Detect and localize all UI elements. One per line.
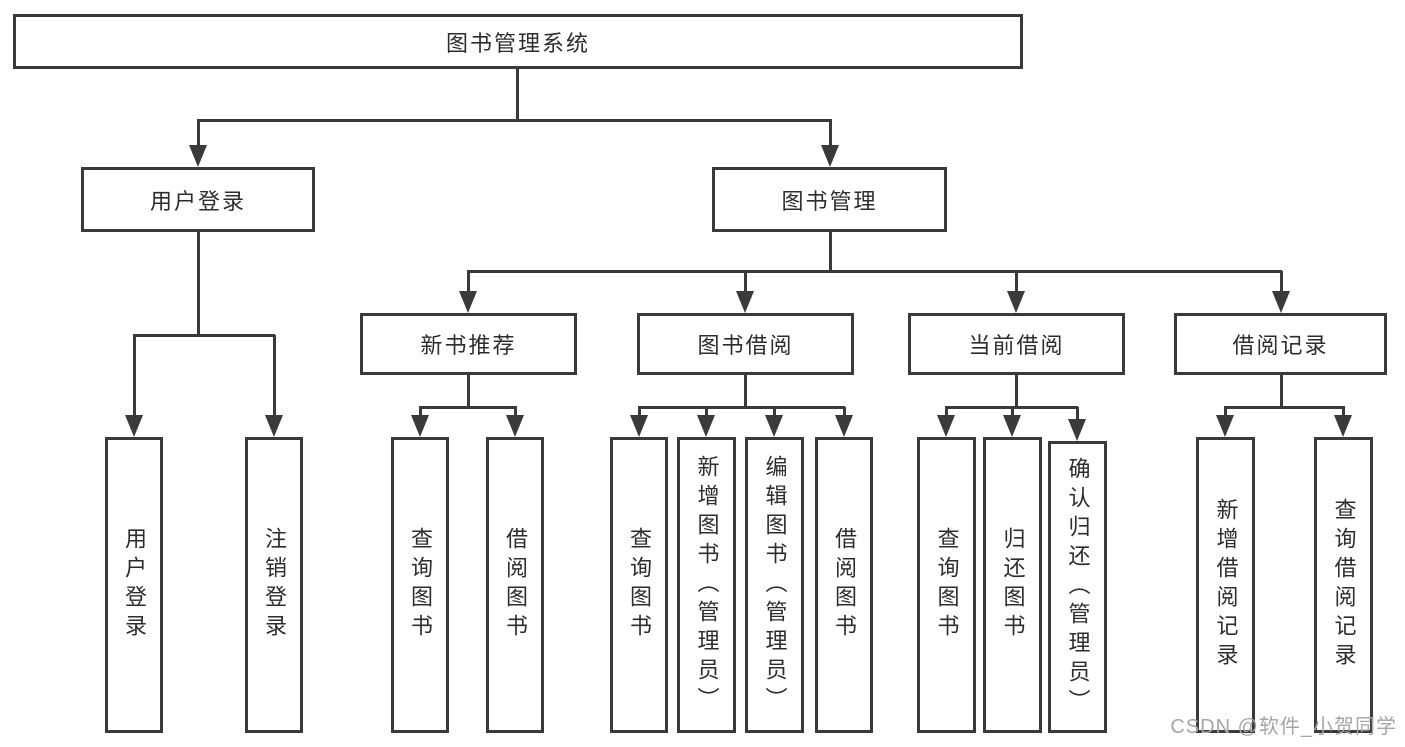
node-leaf-bb-query-book: 查询图书: [610, 437, 668, 733]
edge-line: [197, 118, 832, 122]
arrow-down-icon: [125, 415, 143, 437]
edge-line: [1010, 407, 1014, 417]
node-leaf-bb-add-book-admin: 新增图书（管理员）: [677, 437, 736, 733]
arrow-down-icon: [630, 415, 648, 437]
node-label: 新增图书（管理员）: [694, 454, 720, 716]
node-leaf-rec-query-book: 查询图书: [391, 437, 449, 733]
arrow-down-icon: [697, 415, 715, 437]
edge-line: [704, 407, 708, 417]
node-root: 图书管理系统: [13, 14, 1023, 69]
edge-line: [944, 407, 948, 417]
arrow-down-icon: [1216, 415, 1234, 437]
arrow-down-icon: [1272, 291, 1290, 313]
edge-line: [1279, 271, 1283, 293]
node-label: 新书推荐: [420, 333, 517, 358]
edge-line: [1075, 407, 1079, 421]
edge-line: [513, 407, 517, 417]
edge-line: [743, 271, 747, 293]
node-leaf-user-login: 用户登录: [105, 437, 163, 733]
edge-line: [133, 333, 275, 337]
edge-line: [1223, 407, 1227, 417]
arrow-down-icon: [736, 291, 754, 313]
node-label: 注销登录: [262, 527, 287, 643]
edge-line: [637, 407, 641, 417]
edge-line: [132, 335, 136, 417]
arrow-down-icon: [506, 415, 524, 437]
edge-line: [418, 407, 422, 417]
edge-line: [828, 120, 832, 147]
edge-line: [1279, 375, 1283, 408]
node-label: 图书借阅: [697, 333, 794, 358]
node-label: 图书管理系统: [445, 30, 590, 56]
node-leaf-cb-confirm-return: 确认归还（管理员）: [1048, 441, 1107, 733]
edge-line: [272, 335, 276, 417]
arrow-down-icon: [1334, 415, 1352, 437]
edge-line: [466, 375, 470, 408]
node-new-book-rec: 新书推荐: [360, 313, 577, 375]
node-label: 归还图书: [1000, 527, 1026, 643]
edge-line: [1014, 271, 1018, 293]
edge-line: [828, 232, 832, 272]
node-leaf-bb-borrow-book: 借阅图书: [815, 437, 873, 733]
node-label: 用户登录: [122, 527, 147, 643]
node-leaf-cb-return-book: 归还图书: [983, 437, 1042, 733]
node-leaf-record-query: 查询借阅记录: [1314, 437, 1373, 733]
edge-line: [196, 120, 200, 147]
edge-line: [515, 69, 519, 121]
edge-line: [842, 407, 846, 417]
node-label: 借阅图书: [503, 527, 528, 643]
node-book-borrow: 图书借阅: [637, 313, 854, 375]
arrow-down-icon: [835, 415, 853, 437]
node-book-mgmt: 图书管理: [712, 167, 947, 232]
node-leaf-logout: 注销登录: [245, 437, 303, 733]
arrow-down-icon: [459, 291, 477, 313]
arrow-down-icon: [937, 415, 955, 437]
node-borrow-record: 借阅记录: [1174, 313, 1387, 375]
edge-line: [1014, 375, 1018, 408]
edge-line: [1341, 407, 1345, 417]
node-label: 编辑图书（管理员）: [762, 454, 788, 716]
edge-line: [772, 407, 776, 417]
node-label: 新增借阅记录: [1213, 498, 1239, 672]
edge-line: [196, 232, 200, 336]
arrow-down-icon: [1007, 291, 1025, 313]
node-label: 图书管理: [781, 188, 878, 214]
arrow-down-icon: [1003, 415, 1021, 437]
node-label: 查询借阅记录: [1331, 498, 1357, 672]
arrow-down-icon: [765, 415, 783, 437]
node-label: 查询图书: [934, 527, 960, 643]
node-current-borrow: 当前借阅: [908, 313, 1125, 375]
arrow-down-icon: [1068, 419, 1086, 441]
node-label: 借阅记录: [1232, 333, 1329, 358]
arrow-down-icon: [821, 145, 839, 167]
edge-line: [638, 405, 845, 409]
arrow-down-icon: [265, 415, 283, 437]
node-label: 查询图书: [408, 527, 433, 643]
node-leaf-cb-query-book: 查询图书: [917, 437, 976, 733]
edge-line: [419, 405, 517, 409]
edge-line: [467, 269, 1282, 273]
node-label: 借阅图书: [832, 527, 857, 643]
node-user-login: 用户登录: [81, 167, 315, 232]
edge-line: [466, 271, 470, 293]
edge-line: [743, 375, 747, 408]
node-label: 用户登录: [149, 188, 246, 214]
arrow-down-icon: [189, 145, 207, 167]
edge-line: [1224, 405, 1345, 409]
node-leaf-rec-borrow-book: 借阅图书: [486, 437, 544, 733]
node-label: 当前借阅: [968, 333, 1065, 358]
node-label: 确认归还（管理员）: [1065, 456, 1091, 718]
arrow-down-icon: [411, 415, 429, 437]
node-label: 查询图书: [627, 527, 652, 643]
node-leaf-bb-edit-book-admin: 编辑图书（管理员）: [745, 437, 804, 733]
node-leaf-record-add: 新增借阅记录: [1196, 437, 1255, 733]
